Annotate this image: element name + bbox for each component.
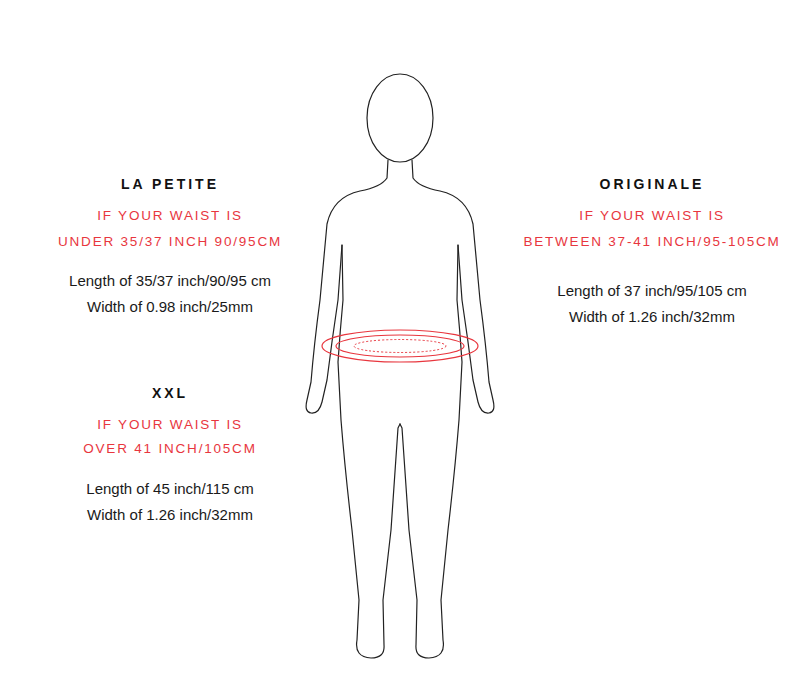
waist-condition: OVER 41 INCH/105CM: [83, 441, 256, 457]
belt-spec: Width of 1.26 inch/32mm: [87, 506, 253, 524]
belt-spec: Length of 37 inch/95/105 cm: [557, 282, 746, 300]
waist-condition: IF YOUR WAIST IS: [97, 417, 243, 433]
waist-condition: BETWEEN 37-41 INCH/95-105CM: [523, 234, 780, 250]
belt-spec: Length of 35/37 inch/90/95 cm: [69, 272, 271, 290]
size-name: ORIGINALE: [600, 176, 705, 193]
belt-spec: Length of 45 inch/115 cm: [86, 480, 253, 498]
head-outline: [367, 74, 433, 162]
belt-spec: Width of 0.98 inch/25mm: [87, 298, 253, 316]
waist-ring-outer: [322, 330, 478, 362]
waist-ring-inner: [336, 335, 464, 357]
waist-ring-dotted: [354, 340, 446, 353]
waist-condition: UNDER 35/37 INCH 90/95CM: [58, 234, 282, 250]
size-name: XXL: [152, 385, 188, 402]
body-outline: [306, 160, 400, 658]
waist-condition: IF YOUR WAIST IS: [579, 208, 725, 224]
belt-spec: Width of 1.26 inch/32mm: [569, 308, 735, 326]
body-outline-mirror: [400, 160, 494, 658]
waist-condition: IF YOUR WAIST IS: [97, 208, 243, 224]
size-name: LA PETITE: [121, 176, 219, 193]
